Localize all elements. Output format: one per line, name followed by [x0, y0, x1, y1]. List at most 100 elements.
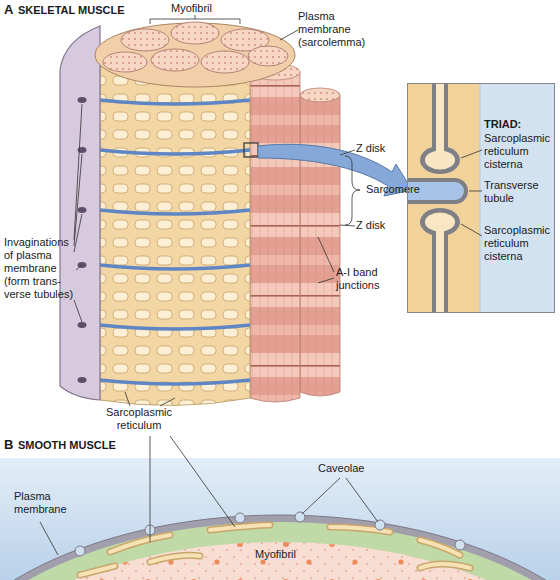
fiber-cross-section — [95, 23, 295, 87]
leader-line — [74, 214, 82, 252]
reticulum-tubule — [210, 525, 270, 530]
reticulum-tubule — [150, 555, 200, 562]
leader-line — [125, 392, 130, 406]
transverse-tubule — [100, 100, 250, 104]
structure-label: Sarcoplasmic reticulum — [96, 406, 182, 432]
detail-marker — [244, 143, 258, 157]
leader-line — [74, 300, 82, 322]
leader-line — [302, 478, 340, 514]
reticulum-tubule — [420, 564, 470, 568]
inset-divider — [480, 84, 481, 312]
reticulum-tubule — [420, 540, 460, 555]
reticulum-tubule — [110, 535, 170, 552]
leader-line — [461, 150, 482, 158]
panel-title: SMOOTH MUSCLE — [18, 439, 168, 452]
structure-label: Myofibril — [255, 548, 325, 561]
panel-b-leaders — [40, 436, 378, 555]
leader-line — [340, 225, 355, 226]
myofibril-cross-section — [201, 51, 249, 73]
invagination-opening — [78, 97, 87, 103]
myofibril-cross-section — [121, 29, 169, 51]
leader-line — [40, 522, 58, 555]
reticulum-tubule — [80, 566, 115, 575]
leader-line — [318, 278, 334, 283]
leader-line — [160, 398, 175, 406]
caveola — [295, 512, 305, 522]
myofibril-cross-section — [151, 49, 199, 71]
leader-line — [346, 478, 378, 522]
transverse-tubule — [100, 210, 250, 214]
myofibril-cross-section — [248, 46, 288, 66]
reticulum-outline — [80, 525, 470, 575]
leader-line — [340, 150, 355, 155]
myofilament-dots — [0, 542, 560, 580]
myofibril-bracket — [150, 15, 240, 24]
caveola — [375, 520, 385, 530]
sarcomere-brace — [345, 156, 360, 225]
caveola — [235, 513, 245, 523]
invagination-opening — [78, 377, 87, 383]
structure-label: Caveolae — [318, 462, 378, 475]
myofibril-end — [300, 88, 340, 102]
transverse-tubules — [100, 100, 250, 384]
reticulum-tubule — [110, 535, 170, 552]
panel-letter: A — [4, 3, 18, 16]
part-label: Sarcoplasmic reticulum cisterna — [484, 224, 554, 263]
reticulum-tubule — [420, 564, 470, 568]
inset-leaders — [461, 150, 482, 236]
structure-label: Plasma membrane — [14, 490, 76, 516]
structure-label: Myofibril — [171, 2, 231, 15]
inset-heading: TRIAD: — [484, 118, 554, 131]
caveola — [75, 546, 85, 556]
cortical-cytoplasm — [0, 522, 560, 580]
plasma-membrane — [0, 515, 560, 580]
leader-line — [76, 265, 82, 270]
cisterna-lumen — [436, 222, 444, 312]
transverse-tubule — [100, 380, 250, 384]
leader-line — [150, 436, 151, 542]
panel-letter: B — [4, 438, 18, 451]
inset-background — [480, 84, 554, 312]
sarcoplasmic-reticulum-network — [100, 55, 250, 406]
myofibril-cross-section — [103, 52, 147, 72]
structure-label: Z disk — [356, 142, 406, 155]
transverse-tubule — [100, 325, 250, 329]
cisterna-lumen — [425, 213, 455, 232]
cisterna-lumen — [436, 84, 444, 160]
leader-line — [170, 436, 235, 527]
leader-line — [318, 237, 334, 272]
reticulum-tubule — [80, 566, 115, 575]
structure-label: A-I band junctions — [336, 266, 398, 292]
reticulum-tubule — [420, 540, 460, 555]
structure-label: Sarcomere — [366, 183, 430, 196]
leader-line — [280, 30, 298, 40]
triad-inset: TRIAD:Sarcoplasmic reticulum cisternaTra… — [407, 83, 555, 313]
myofibril-region — [0, 542, 560, 580]
myofibril-column — [250, 72, 300, 402]
structure-label: Invaginations of plasma membrane (form t… — [4, 236, 78, 301]
myofibril-cross-section — [171, 22, 219, 44]
myofibril-column — [300, 95, 340, 396]
smooth-sarcoplasmic-reticulum — [80, 525, 470, 575]
structure-label: Plasma membrane (sarcolemma) — [298, 10, 370, 49]
leader-line — [469, 191, 482, 192]
cisterna-lumen — [425, 151, 455, 170]
sarcolemma-sheet — [60, 26, 100, 400]
reticulum-tubule — [210, 525, 270, 530]
transverse-tubule — [100, 150, 250, 154]
cisterna-wall — [432, 222, 448, 312]
reticulum-tubule — [150, 555, 200, 562]
invagination-openings — [78, 97, 87, 383]
myofibril-cross-sections — [103, 22, 288, 73]
panel-title: SKELETAL MUSCLE — [18, 4, 168, 17]
invagination-opening — [78, 207, 87, 213]
dense-bodies — [0, 542, 560, 580]
transverse-tubule — [100, 265, 250, 269]
invagination-opening — [78, 322, 87, 328]
part-label: Transverse tubule — [484, 179, 554, 205]
part-label: Sarcoplasmic reticulum cisterna — [484, 132, 554, 171]
leader-line — [461, 224, 482, 236]
